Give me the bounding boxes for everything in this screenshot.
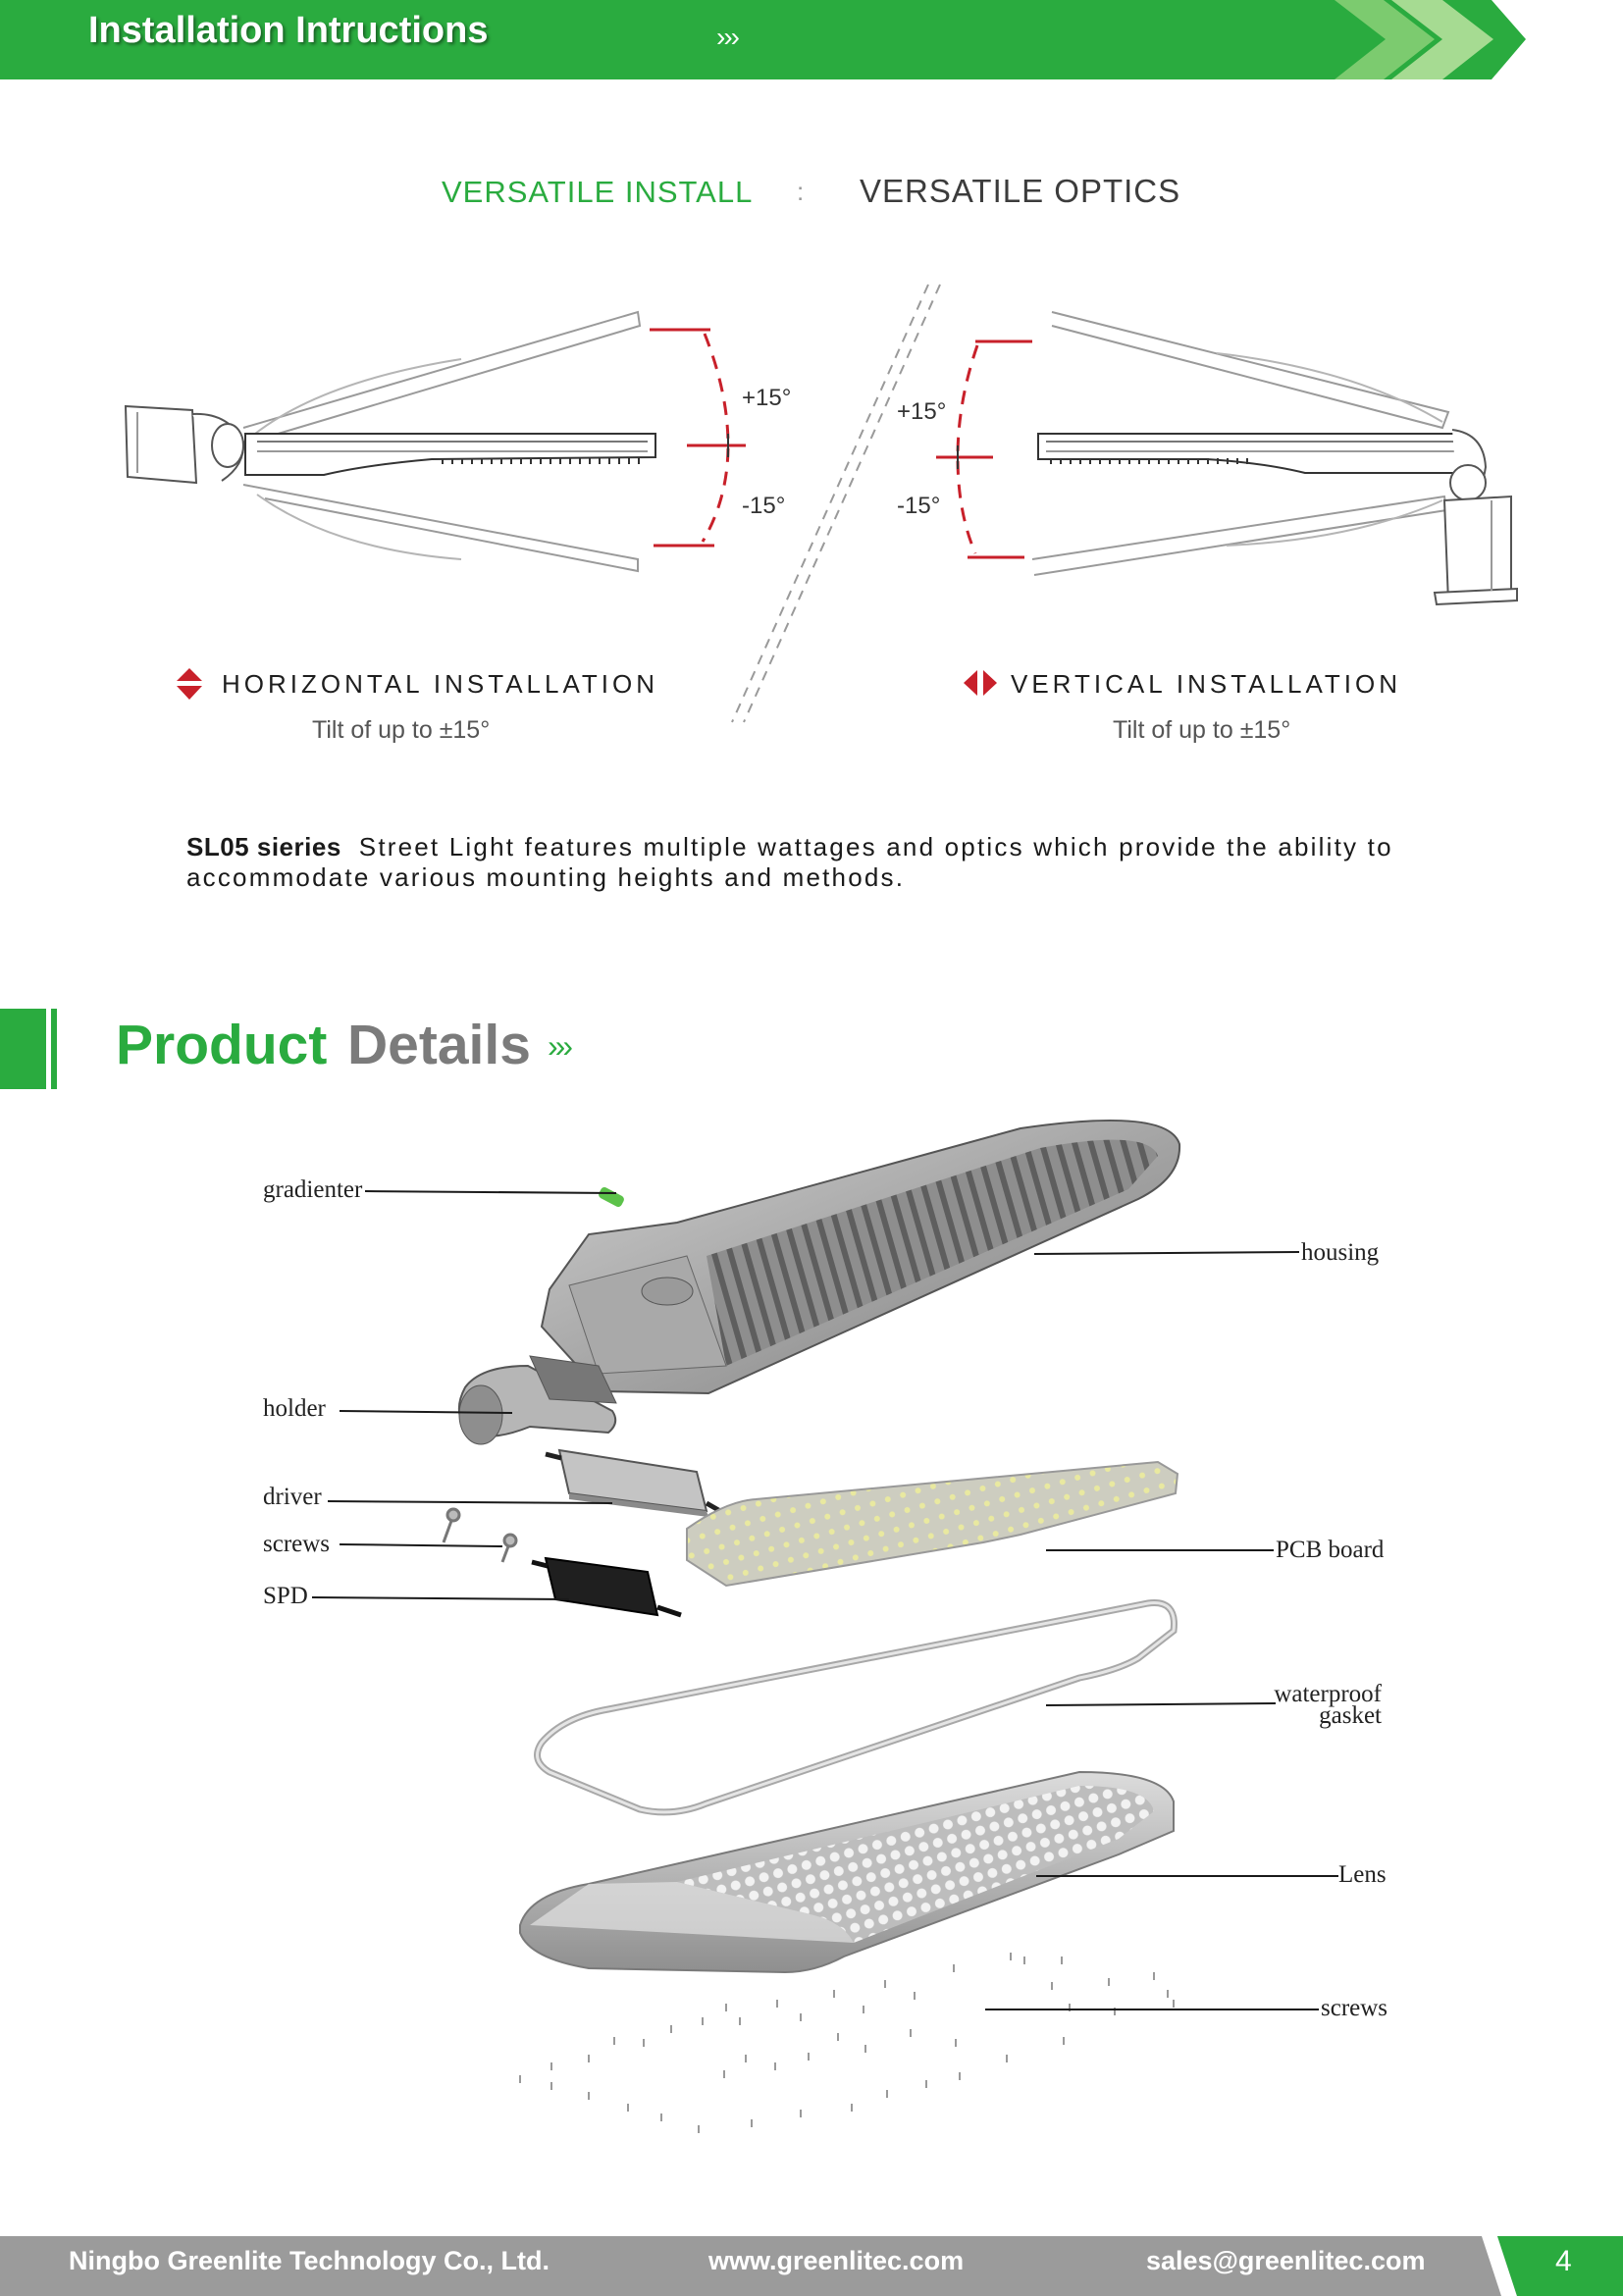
banner-arrows-icon: ››› bbox=[716, 22, 740, 52]
callout-screws-left: screws bbox=[263, 1531, 331, 1557]
scattered-screws bbox=[519, 1953, 1175, 2133]
vertical-tilt-text: Tilt of up to ±15° bbox=[1113, 716, 1291, 744]
pcb-board-part bbox=[686, 1460, 1179, 1588]
callout-gradienter: gradienter bbox=[263, 1176, 363, 1203]
footer-email: sales@greenlitec.com bbox=[1146, 2246, 1426, 2275]
series-description-text: Street Light features multiple wattages … bbox=[186, 832, 1393, 892]
footer-page-tab bbox=[1482, 2236, 1623, 2296]
diagonal-divider bbox=[731, 284, 941, 723]
callout-leader-lines bbox=[311, 1190, 1338, 2010]
left-angle-arc bbox=[650, 328, 746, 548]
waterproof-gasket-inner bbox=[536, 1601, 1176, 1814]
series-name: SL05 sieries bbox=[186, 832, 341, 861]
section-title-details: Details bbox=[347, 1014, 531, 1076]
versatile-install-title: VERSATILE INSTALL bbox=[442, 175, 754, 209]
page-title: Installation Intructions bbox=[88, 10, 489, 51]
footer-company: Ningbo Greenlite Technology Co., Ltd. bbox=[69, 2246, 550, 2275]
versatile-optics-title: VERSATILE OPTICS bbox=[860, 173, 1181, 209]
callout-housing: housing bbox=[1301, 1239, 1380, 1266]
footer-bar bbox=[0, 2236, 1623, 2296]
title-separator: : bbox=[797, 177, 805, 206]
callout-gasket: gasket bbox=[1319, 1702, 1382, 1729]
section-accent-bar bbox=[0, 1009, 46, 1089]
left-right-arrows-icon bbox=[964, 670, 997, 696]
exploded-product-diagram bbox=[311, 1119, 1338, 2133]
callout-screws-right: screws bbox=[1321, 1995, 1388, 2021]
right-plus-angle: +15° bbox=[897, 398, 947, 425]
left-luminaire-drawing bbox=[124, 310, 656, 573]
footer-website: www.greenlitec.com bbox=[708, 2246, 965, 2275]
horizontal-tilt-text: Tilt of up to ±15° bbox=[312, 716, 491, 744]
left-plus-angle: +15° bbox=[742, 385, 792, 411]
driver-part bbox=[545, 1448, 722, 1517]
holder-part bbox=[458, 1355, 617, 1445]
left-minus-angle: -15° bbox=[742, 493, 786, 519]
section-arrows-icon: ››› bbox=[548, 1028, 573, 1064]
callout-pcb-board: PCB board bbox=[1276, 1537, 1385, 1563]
page-number: 4 bbox=[1555, 2245, 1572, 2277]
housing-part bbox=[540, 1119, 1181, 1395]
tilt-diagram bbox=[124, 284, 1518, 723]
section-title-product: Product bbox=[116, 1014, 328, 1076]
vertical-installation-label: VERTICAL INSTALLATION bbox=[1011, 669, 1402, 699]
callout-lens: Lens bbox=[1338, 1861, 1387, 1888]
banner-chevrons bbox=[1335, 0, 1623, 79]
header-banner bbox=[0, 0, 1623, 79]
callout-holder: holder bbox=[263, 1395, 326, 1422]
callout-waterproof-gasket: waterproof gasket bbox=[1217, 1681, 1382, 1729]
right-minus-angle: -15° bbox=[897, 493, 941, 519]
gradienter-part bbox=[599, 1187, 624, 1207]
callout-waterproof: waterproof bbox=[1274, 1681, 1382, 1707]
callout-driver: driver bbox=[263, 1484, 322, 1510]
callout-spd: SPD bbox=[263, 1583, 308, 1609]
section-accent-line bbox=[51, 1009, 57, 1089]
left-screws bbox=[442, 1507, 518, 1563]
right-angle-arc bbox=[936, 339, 1032, 559]
up-down-arrows-icon bbox=[177, 668, 202, 700]
lens-part bbox=[519, 1770, 1175, 1974]
spd-part bbox=[531, 1556, 682, 1618]
horizontal-installation-label: HORIZONTAL INSTALLATION bbox=[222, 669, 658, 699]
right-luminaire-drawing bbox=[1031, 311, 1518, 606]
